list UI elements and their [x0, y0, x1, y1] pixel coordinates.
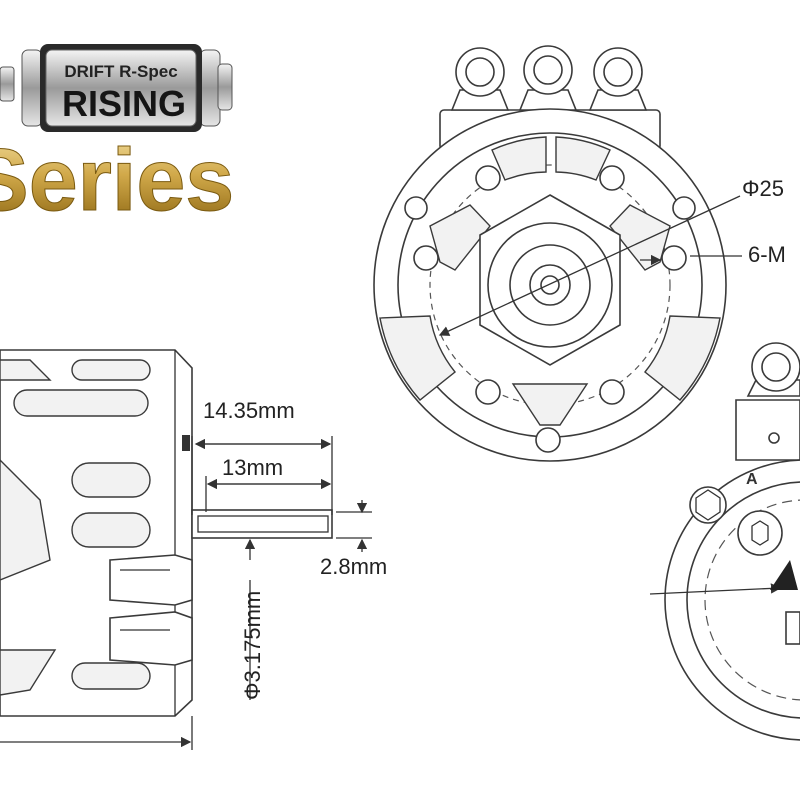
solder-tab-1 [450, 47, 510, 111]
solder-tab-2 [518, 45, 578, 111]
can-diameter-label: Φ25 [742, 176, 784, 201]
front-view [373, 45, 742, 462]
mount-label: 6-M [748, 242, 786, 267]
rear-phase-label: A [746, 471, 758, 488]
series-heading: Series [0, 130, 234, 229]
side-view [0, 349, 333, 750]
solder-tab-3 [588, 47, 648, 111]
flat-width-label: 2.8mm [320, 554, 387, 579]
rear-view [649, 342, 800, 741]
badge-subtitle: DRIFT R-Spec [64, 62, 177, 81]
shaft-diameter-label: Φ3.175mm [240, 591, 265, 700]
logo-badge: DRIFT R-Spec RISING [0, 44, 233, 132]
dimension-lines [191, 436, 372, 700]
overall-shaft-label: 14.35mm [203, 398, 295, 423]
shaft-length-label: 13mm [222, 455, 283, 480]
badge-title: RISING [62, 83, 186, 124]
